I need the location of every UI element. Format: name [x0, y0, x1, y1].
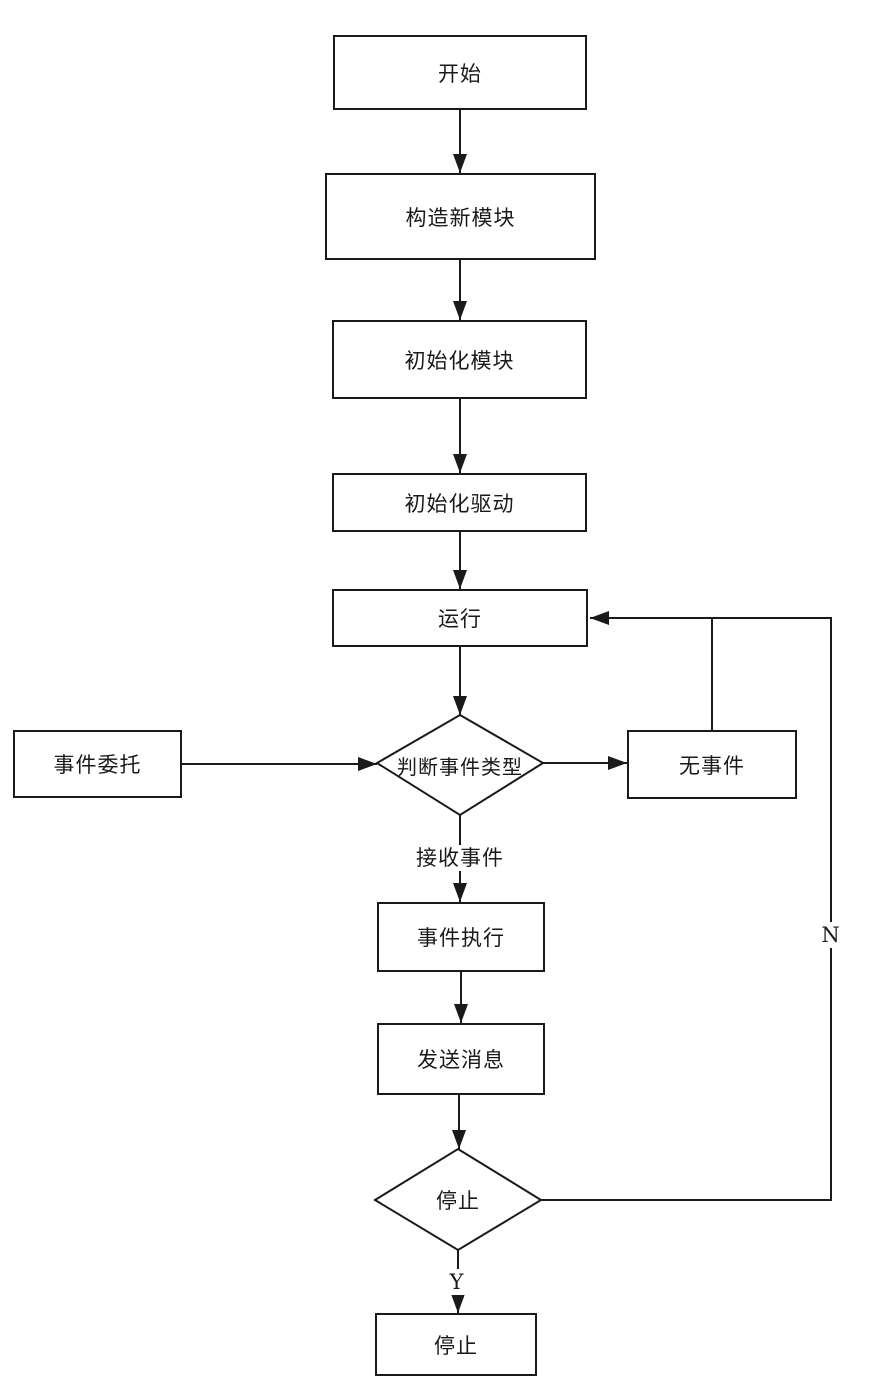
node-event-execute-label: 事件执行 [417, 926, 505, 950]
node-no-event: 无事件 [627, 730, 797, 799]
edge-label-receive-event: 接收事件 [410, 845, 510, 871]
node-event-execute: 事件执行 [377, 902, 545, 972]
edge-n-feedback-to-run [541, 611, 832, 1201]
node-run: 运行 [332, 589, 588, 647]
node-event-delegate-label: 事件委托 [53, 753, 142, 777]
node-event-delegate: 事件委托 [13, 730, 182, 798]
stop-decision-diamond [373, 1147, 543, 1252]
node-start: 开始 [333, 35, 587, 110]
node-init-module: 初始化模块 [332, 320, 587, 399]
node-send-message: 发送消息 [377, 1023, 545, 1095]
node-send-message-label: 发送消息 [417, 1048, 505, 1072]
node-start-label: 开始 [438, 61, 482, 86]
node-init-driver-label: 初始化驱动 [404, 491, 515, 516]
edge-label-yes: Y [441, 1269, 473, 1295]
node-stop: 停止 [375, 1313, 537, 1376]
node-stop-label: 停止 [434, 1333, 478, 1358]
node-build-module: 构造新模块 [325, 173, 596, 260]
node-no-event-label: 无事件 [679, 753, 745, 778]
node-init-module-label: 初始化模块 [404, 348, 515, 373]
edge-label-no: N [815, 922, 847, 948]
judge-event-type-diamond [375, 713, 545, 817]
node-init-driver: 初始化驱动 [332, 473, 587, 532]
node-run-label: 运行 [438, 607, 482, 631]
node-build-module-label: 构造新模块 [405, 205, 516, 230]
